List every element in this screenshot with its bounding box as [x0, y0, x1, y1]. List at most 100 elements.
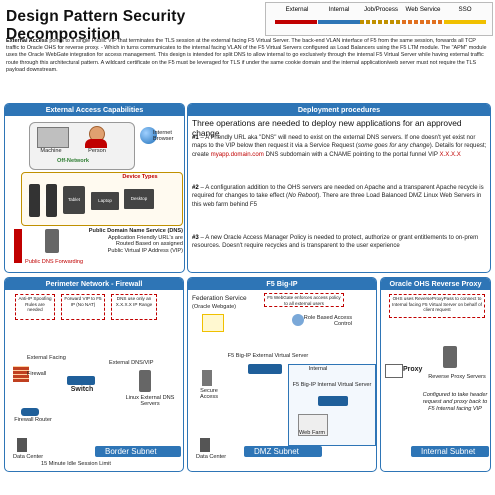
- firewall-icon: [13, 366, 29, 382]
- tablet-icon: [63, 186, 85, 214]
- dmz-subnet: DMZ Subnet: [244, 446, 322, 457]
- legend: External Internal Job/Process Web Servic…: [265, 2, 493, 36]
- globe-icon: [140, 127, 157, 144]
- tablet-label: Tablet: [67, 197, 80, 202]
- step-1-domain: myapp.domain.com: [210, 150, 264, 158]
- machine-icon: [37, 127, 69, 148]
- web-farm-icon: [298, 414, 328, 436]
- data-center-icon: [17, 438, 27, 452]
- legend-internal-swatch: [318, 20, 360, 24]
- secure-access-icon: [202, 370, 212, 386]
- deployment-heading: Three operations are needed to deploy ne…: [192, 118, 462, 138]
- data-center-label: Data Center: [13, 454, 44, 460]
- switch-icon: [67, 376, 95, 385]
- f5-data-center-label: Data Center: [196, 454, 227, 460]
- step-1-text-b: ). Details for request; create: [192, 142, 487, 158]
- external-vs-label: F5 Big-IP External Virtual Server: [227, 353, 309, 359]
- desktop-label: Desktop: [130, 196, 148, 201]
- laptop-icon: [91, 192, 119, 210]
- external-access-title: External Access Capabilities: [5, 104, 184, 116]
- reverse-proxy-server-icon: [443, 346, 457, 368]
- iphone-label: iPhone: [42, 193, 47, 207]
- web-farm-label: Web Farm: [298, 430, 325, 436]
- legend-webservice-swatch: [402, 20, 444, 24]
- role-based-label: Role Based Access Control: [303, 315, 352, 327]
- step-1-number: #1: [192, 134, 199, 141]
- deployment-step-1: #1 – A Friendly URL aka "DNS" will need …: [192, 134, 488, 159]
- machine-label: Machine: [40, 148, 62, 154]
- firewall-router-label: Firewall Router: [14, 417, 52, 423]
- switch-label: Switch: [70, 386, 94, 393]
- dns-server-icon: [45, 229, 59, 253]
- public-dns-title: Public Domain Name Service (DNS): [88, 228, 183, 234]
- step-2-emphasis: No Reboot: [288, 192, 318, 200]
- step-3-text-a: – A new Oracle Access Manager Policy is …: [192, 234, 479, 250]
- webgate-note: F5 WebGate enforces access policy to all…: [264, 293, 344, 307]
- ohs-panel: Oracle OHS Reverse Proxy OHS uses Revers…: [380, 277, 491, 472]
- android-icon: [29, 184, 40, 217]
- public-dns-line-2: Routed Based on assigned: [115, 241, 183, 247]
- dns-forward-line: [14, 229, 22, 263]
- firewall-label: Firewall: [27, 371, 47, 377]
- f5-panel: F5 Big-IP Federation Service (Oracle Web…: [187, 277, 377, 472]
- intro-text: points to a single Public VIP that termi…: [6, 38, 487, 73]
- person-label: Person: [88, 148, 106, 154]
- note-dns-range: DNS use only an X.X.X.X IP Range: [111, 294, 157, 320]
- public-dns-line-1: Application Friendly URL's are: [107, 234, 183, 241]
- legend-job-swatch: [360, 20, 402, 24]
- border-subnet: Border Subnet: [95, 446, 181, 457]
- external-access-panel: External Access Capabilities Machine Per…: [4, 103, 185, 273]
- ohs-title: Oracle OHS Reverse Proxy: [381, 278, 490, 290]
- configured-label: Configured to take header request and pr…: [422, 392, 488, 412]
- person-body-icon: [85, 139, 107, 148]
- internal-subnet: Internal Subnet: [411, 446, 489, 457]
- f5-data-center-icon: [200, 438, 210, 452]
- legend-internal-label: Internal: [328, 6, 350, 13]
- intro-lead: External Access: [6, 38, 48, 44]
- internet-browser-label: Internet Browser: [153, 130, 174, 142]
- step-1-vip: X.X.X.X: [439, 150, 461, 158]
- deployment-step-2: #2 – A configuration addition to the OHS…: [192, 184, 488, 209]
- public-dns-forwarding-label: Public DNS Forwarding: [25, 259, 84, 265]
- legend-sso-label: SSO: [458, 6, 472, 13]
- off-network-label: Off-Network: [56, 158, 89, 164]
- deployment-step-3: #3 – A new Oracle Access Manager Policy …: [192, 234, 488, 251]
- role-icon: [292, 314, 304, 326]
- step-2-text-a: – A configuration addition to the OHS se…: [192, 184, 484, 200]
- step-1-emphasis: some goes for any change: [357, 142, 430, 150]
- router-icon: [21, 408, 39, 416]
- deployment-title: Deployment procedures: [188, 104, 490, 116]
- device-types-label: Device Types: [122, 174, 158, 180]
- iphone-icon: [46, 184, 57, 217]
- legend-sso-swatch: [444, 20, 486, 24]
- step-2-text-b: ). There are three Load Balanced DMZ Lin…: [192, 192, 482, 208]
- public-dns-box: Public Domain Name Service (DNS) Applica…: [65, 228, 183, 254]
- legend-external-swatch: [275, 20, 317, 24]
- external-dns-vip-label: External DNS/VIP: [109, 360, 154, 366]
- external-facing-label: External Facing: [27, 355, 66, 361]
- desktop-icon: [124, 189, 154, 209]
- legend-external-label: External: [285, 6, 309, 13]
- linux-dns-label: Linux External DNS Servers: [125, 395, 175, 407]
- intro-paragraph: External Access points to a single Publi…: [6, 38, 490, 74]
- public-dns-line-3: Public Virtual IP Address (VIP): [107, 247, 183, 254]
- linux-dns-server-icon: [139, 370, 151, 392]
- laptop-label: Laptop: [98, 198, 112, 203]
- deployment-panel: Deployment procedures Three operations a…: [187, 103, 491, 273]
- f5-internal-icon: [318, 396, 348, 406]
- legend-job-label: Job/Process: [363, 6, 399, 13]
- internal-label: Internal: [308, 366, 328, 372]
- reverse-proxy-label: Reverse Proxy Servers: [428, 374, 486, 380]
- ohs-note: OHS uses ReverseProxyPass to connect to …: [389, 294, 485, 318]
- page-title: Design Pattern Security Decomposition: [6, 8, 186, 43]
- f5-title: F5 Big-IP: [188, 278, 376, 290]
- session-limit-label: 15 Minute Idle Session Limit: [41, 461, 111, 467]
- perimeter-title: Perimeter Network - Firewall: [5, 278, 183, 290]
- perimeter-panel: Perimeter Network - Firewall Anti-IP Spo…: [4, 277, 184, 472]
- step-3-number: #3: [192, 234, 199, 241]
- step-1-text-a: – A Friendly URL aka "DNS" will need to …: [192, 134, 476, 150]
- step-1-text-c: DNS subdomain with a CNAME pointing to t…: [263, 150, 440, 158]
- webgate-icon: [202, 314, 224, 332]
- secure-access-label: Secure Access: [199, 388, 219, 400]
- federation-service-label: Federation Service: [192, 295, 247, 302]
